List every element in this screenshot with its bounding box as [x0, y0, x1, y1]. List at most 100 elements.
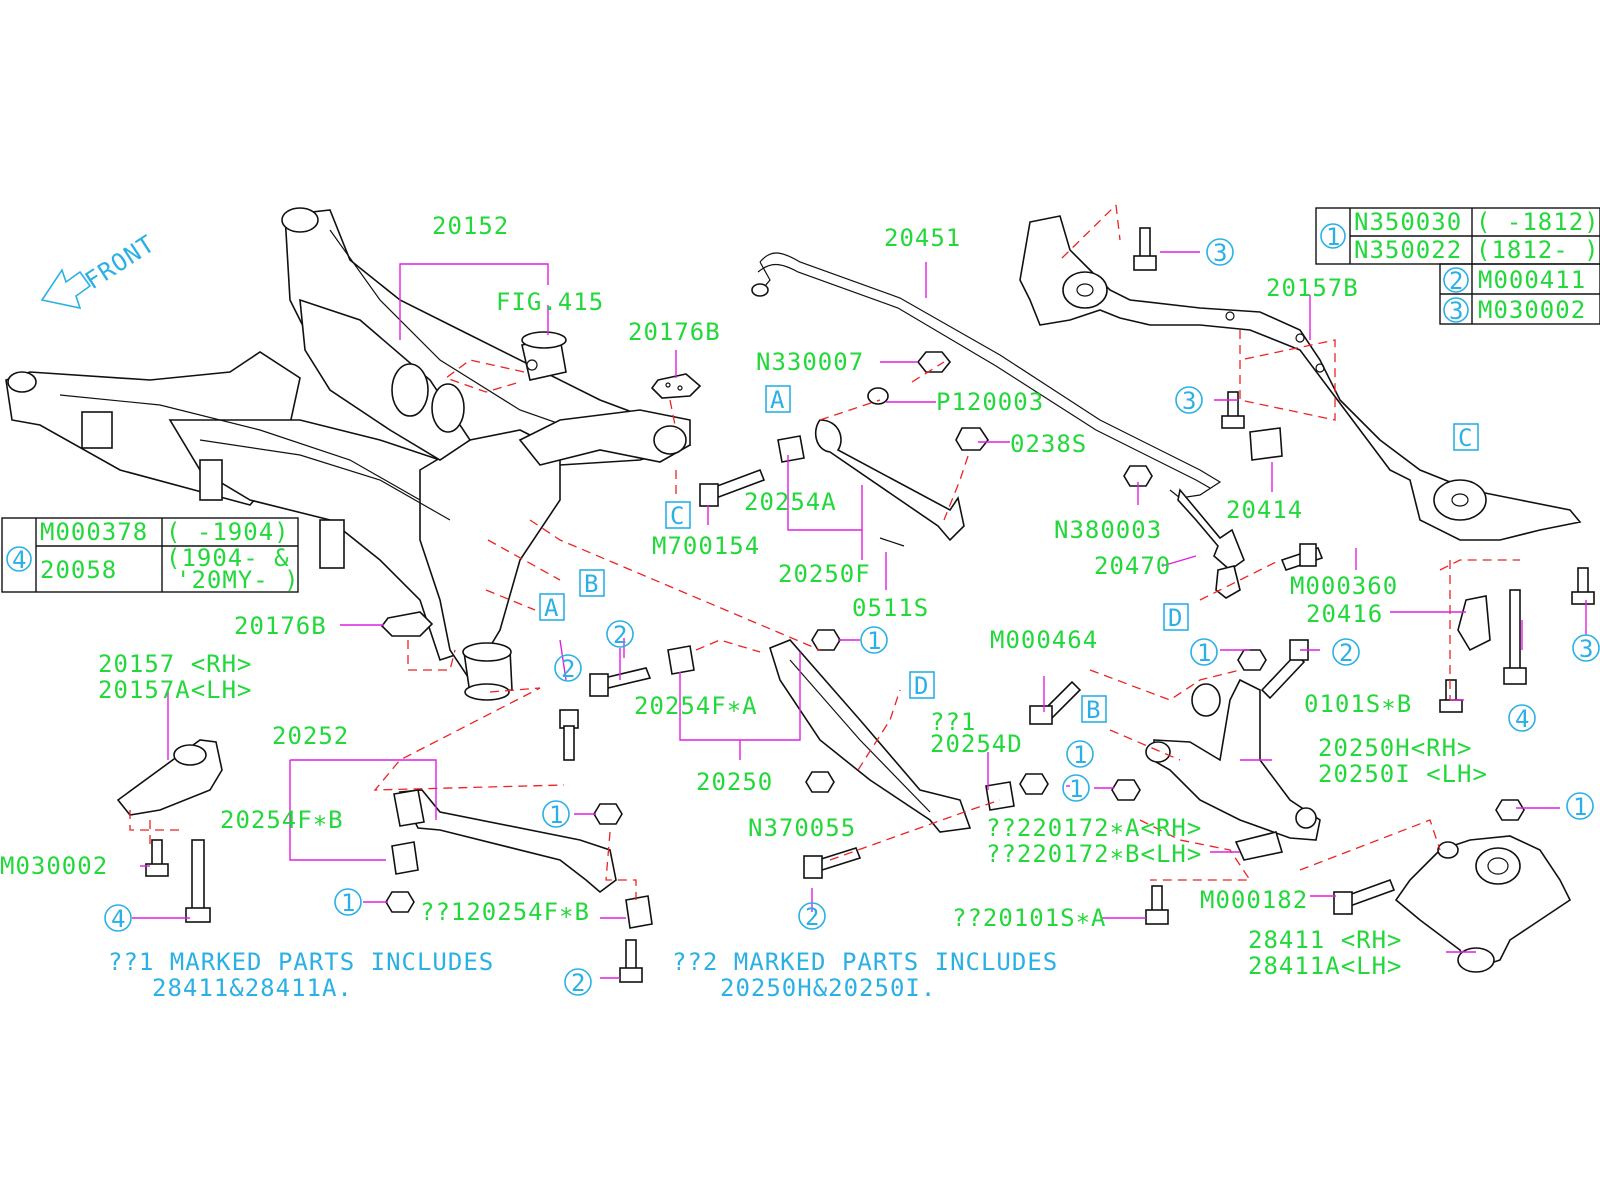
circle-1-low: 1 [334, 888, 362, 917]
nut-1-knuckle [1495, 799, 1525, 821]
svg-text:1: 1 [341, 889, 356, 917]
nut-1-20250h [1111, 779, 1141, 801]
circle-4-left: 4 [104, 904, 132, 933]
svg-text:1: 1 [1069, 775, 1084, 803]
ref-d-right: D [909, 671, 935, 700]
svg-text:N350022: N350022 [1354, 236, 1462, 264]
label-20252: 20252 [272, 722, 349, 750]
svg-text:3: 3 [1579, 635, 1594, 663]
label-m700154: M700154 [652, 532, 760, 560]
svg-text:2: 2 [1449, 267, 1464, 295]
svg-text:2: 2 [805, 903, 820, 931]
circle-4-right: 4 [1508, 704, 1536, 733]
front-label: FRONT [80, 229, 160, 295]
bushing-20254fb2 [625, 895, 653, 929]
label-20254fb2: ??120254F∗B [420, 898, 590, 926]
bolt-top-right [1133, 227, 1157, 271]
svg-text:M000378: M000378 [40, 518, 148, 546]
label-20157a-lh: 20157A<LH> [98, 676, 253, 704]
bolt-2-vertical [559, 709, 579, 761]
svg-text:1: 1 [1326, 223, 1341, 251]
link-20252 [391, 789, 617, 894]
note2-line1: ??2 MARKED PARTS INCLUDES [672, 948, 1058, 976]
svg-text:1: 1 [549, 801, 564, 829]
svg-text:D: D [914, 672, 929, 700]
svg-text:'20MY- ): '20MY- ) [176, 566, 300, 594]
label-28411a-lh: 28411A<LH> [1248, 952, 1403, 980]
legend-top-right: 1 N350030 ( -1812) N350022 (1812- ) 2 M0… [1315, 207, 1600, 325]
lateral-link-20250f [814, 419, 965, 542]
nut-1-lower [385, 891, 415, 913]
rear-member-20157b [1019, 215, 1582, 541]
notes: ??1 MARKED PARTS INCLUDES 28411&28411A. … [108, 948, 1058, 1002]
circle-3-right: 3 [1572, 634, 1600, 663]
circle-1-mid: 1 [542, 800, 570, 829]
label-20176b-low: 20176B [234, 612, 327, 640]
ref-a-top: A [765, 385, 791, 414]
nut-1-upper-arm [1237, 649, 1267, 671]
circle-1-center: 1 [860, 626, 888, 655]
label-20470: 20470 [1094, 552, 1171, 580]
bracket-20157 [116, 739, 223, 816]
bolt-m000360 [1280, 543, 1324, 571]
stopper-20176b-low [380, 611, 434, 637]
bushing-20254a [777, 435, 805, 463]
subframe-bushing-lower [462, 642, 513, 701]
knuckle-28411 [1394, 835, 1572, 973]
ref-c-right: C [1453, 423, 1479, 452]
label-20451: 20451 [884, 224, 961, 252]
part-labels: 20152 FIG.415 20176B 20451 20157B N33000… [0, 212, 1487, 980]
nut-1-mid [593, 803, 623, 825]
label-28411-rh: 28411 <RH> [1248, 926, 1403, 954]
label-20250f: 20250F [778, 560, 871, 588]
ref-c-left: C [665, 501, 691, 530]
note2-line2: 20250H&20250I. [720, 974, 936, 1002]
label-20172b: ??220172∗B<LH> [986, 840, 1202, 868]
bolt-3-right [1571, 567, 1595, 605]
bracket-20416 [1457, 595, 1491, 652]
label-0101sa: ??20101S∗A [952, 904, 1107, 932]
legend-left: 4 M000378 ( -1904) 20058 (1904- & '20MY-… [1, 517, 300, 594]
svg-text:B: B [1086, 696, 1101, 724]
label-20254a: 20254A [744, 488, 837, 516]
bolt-m000464 [1029, 680, 1082, 725]
lower-arm-20250 [769, 639, 972, 833]
part-20172 [1234, 831, 1284, 861]
label-20250: 20250 [696, 768, 773, 796]
washer-p120003 [867, 387, 889, 405]
svg-text:N350030: N350030 [1354, 208, 1462, 236]
label-m000360: M000360 [1290, 572, 1398, 600]
label-n370055: N370055 [748, 814, 856, 842]
label-mark1: ??1 [930, 708, 976, 736]
label-m000182: M000182 [1200, 886, 1308, 914]
label-n330007: N330007 [756, 348, 864, 376]
label-20416: 20416 [1306, 600, 1383, 628]
label-20250h: 20250H<RH> [1318, 734, 1473, 762]
svg-text:D: D [1168, 604, 1183, 632]
subframe-drawing [5, 207, 692, 682]
circle-1-upper: 1 [1190, 638, 1218, 667]
svg-text:C: C [1458, 424, 1473, 452]
bolt-left-3 [1221, 391, 1245, 429]
svg-text:(1904- &: (1904- & [166, 544, 290, 572]
bolt-m030002-left [145, 839, 169, 877]
nut-0238s [955, 427, 989, 451]
bolt-2-center [589, 667, 652, 697]
svg-text:1: 1 [1573, 793, 1588, 821]
label-0511s: 0511S [852, 594, 929, 622]
circle-3-left: 3 [1175, 386, 1203, 415]
nut-n380003 [1123, 465, 1153, 487]
circle-1-20254d: 1 [1066, 740, 1094, 769]
svg-text:3: 3 [1213, 239, 1228, 267]
svg-text:3: 3 [1449, 297, 1464, 325]
nut-1-20254d [1019, 773, 1049, 795]
nut-n330007 [916, 351, 952, 373]
svg-text:A: A [544, 594, 559, 622]
svg-text:( -1904): ( -1904) [166, 518, 290, 546]
svg-text:4: 4 [111, 905, 126, 933]
nut-n370055 [805, 771, 835, 793]
label-20176b-top: 20176B [628, 318, 721, 346]
svg-text:C: C [670, 502, 685, 530]
